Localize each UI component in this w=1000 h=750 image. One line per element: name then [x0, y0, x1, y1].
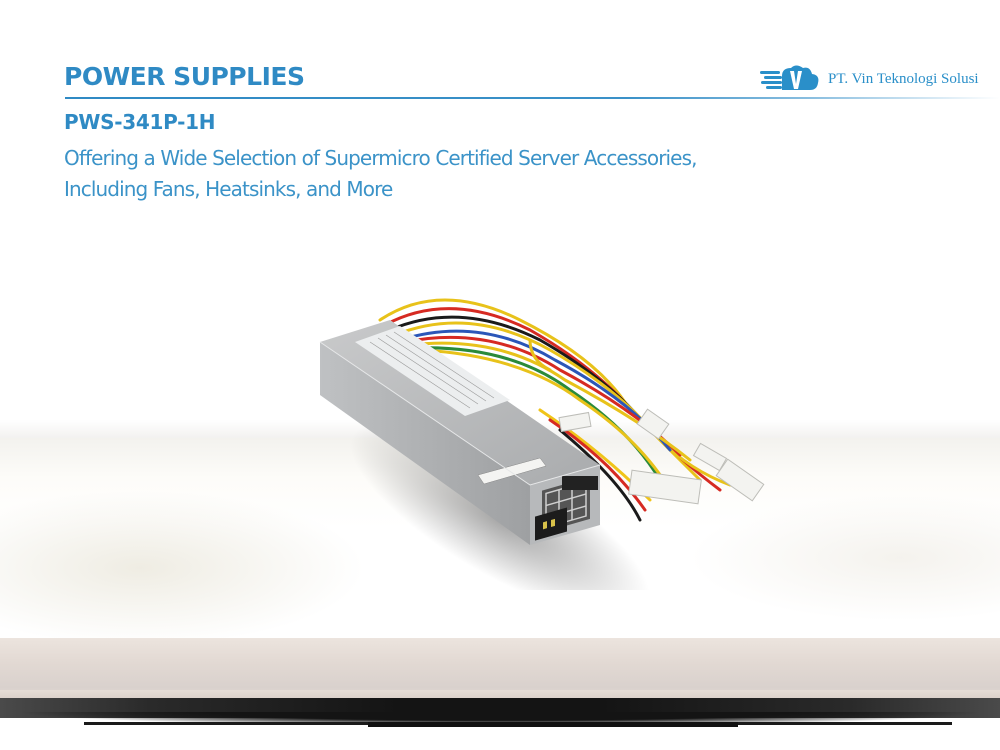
page-title: POWER SUPPLIES [64, 62, 305, 91]
company-logo: PT. Vin Teknologi Solusi [760, 64, 979, 94]
description-line-2: Including Fans, Heatsinks, and More [64, 177, 393, 201]
product-model: PWS-341P-1H [64, 110, 216, 134]
shelf-lip [0, 690, 1000, 698]
shelf-front-band [0, 638, 1000, 700]
shelf-shadow-fade [0, 712, 1000, 724]
product-description: Offering a Wide Selection of Supermicro … [64, 143, 884, 205]
product-image [300, 280, 780, 618]
shelf-base-line-center [368, 722, 738, 727]
description-line-1: Offering a Wide Selection of Supermicro … [64, 146, 697, 170]
cloud-v-logo-icon [760, 64, 822, 94]
title-underline [65, 97, 1000, 99]
company-name: PT. Vin Teknologi Solusi [828, 70, 979, 87]
